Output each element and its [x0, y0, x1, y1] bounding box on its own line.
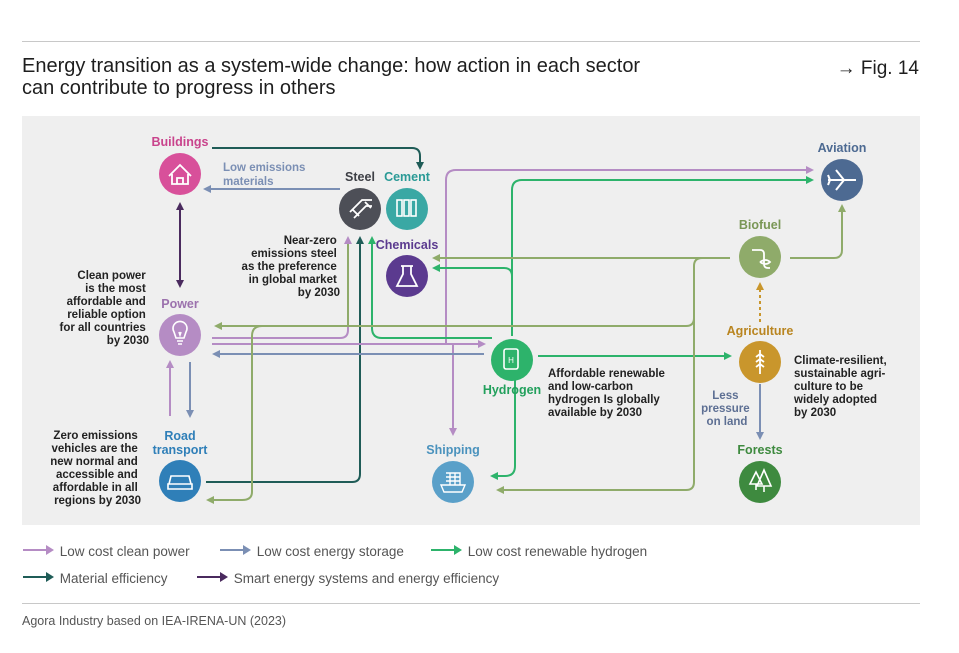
annotation-road: Zero emissions vehicles are the new norm… — [50, 430, 141, 507]
figure-reference[interactable]: → Fig. 14 — [836, 58, 919, 79]
legend-arrow-icon — [23, 572, 54, 582]
car-icon — [167, 475, 193, 490]
link-hydrogen-shipping — [490, 378, 516, 480]
legend-item-smart-systems: Smart energy systems and energy efficien… — [196, 571, 499, 586]
node-agriculture[interactable] — [739, 341, 781, 383]
label-steel: Steel — [345, 170, 375, 184]
link-road-steel — [206, 236, 364, 483]
annotation-low-emissions: Low emissions materials — [223, 162, 309, 188]
label-forests: Forests — [737, 443, 782, 457]
legend-item-material-efficiency: Material efficiency — [22, 571, 168, 586]
link-hydrogen-steel — [368, 236, 492, 339]
label-aviation: Aviation — [818, 141, 867, 155]
top-rule — [22, 41, 920, 42]
link-biofuel-shipping — [496, 316, 695, 494]
lightbulb-icon — [172, 320, 188, 345]
link-hydrogen-chemicals — [432, 264, 513, 296]
figure-title: Energy transition as a system-wide chang… — [22, 55, 641, 99]
sector-coupling-diagram: Buildings Steel Cement Chemicals Power R… — [50, 135, 890, 507]
node-road-transport[interactable] — [159, 460, 201, 502]
annotation-hydrogen: Affordable renewable and low-carbon hydr… — [548, 368, 668, 419]
steel-beam-icon — [349, 199, 372, 219]
legend-arrow-icon — [197, 572, 228, 582]
label-hydrogen: Hydrogen — [483, 383, 541, 397]
link-biofuel-road — [206, 325, 686, 504]
annotation-agriculture: Climate-resilient, sustainable agri- cul… — [793, 355, 890, 419]
label-biofuel: Biofuel — [739, 218, 781, 232]
node-steel[interactable] — [339, 188, 381, 230]
legend-arrow-icon — [220, 545, 251, 555]
link-power-aviation — [432, 166, 814, 345]
house-icon — [168, 163, 192, 185]
legend-item-energy-storage: Low cost energy storage — [219, 544, 404, 559]
wheat-icon — [755, 350, 765, 374]
annotation-land: Less pressure on land — [701, 390, 753, 428]
link-buildings-cement — [212, 147, 424, 170]
link-power-steel — [212, 236, 352, 339]
node-power[interactable] — [159, 314, 201, 356]
label-buildings: Buildings — [152, 135, 209, 149]
link-biofuel-power — [214, 257, 730, 330]
label-road-transport-2: transport — [153, 443, 209, 457]
flask-icon — [395, 265, 419, 287]
label-power: Power — [161, 297, 199, 311]
svg-text:H: H — [508, 356, 514, 365]
node-shipping[interactable] — [432, 461, 474, 503]
link-biofuel-aviation — [790, 204, 846, 259]
legend-arrow-icon — [431, 545, 462, 555]
silo-icon — [396, 199, 417, 217]
link-hydrogen-aviation — [511, 176, 814, 336]
node-cement[interactable] — [386, 188, 428, 230]
node-forests[interactable] — [739, 461, 781, 503]
node-aviation[interactable] — [821, 159, 863, 201]
node-buildings[interactable] — [159, 153, 201, 195]
biofuel-pipe-icon — [752, 249, 772, 269]
annotation-steel: Near-zero emissions steel as the prefere… — [242, 235, 340, 299]
legend-arrow-icon — [23, 545, 54, 555]
node-chemicals[interactable] — [386, 255, 428, 297]
node-hydrogen[interactable]: H — [491, 339, 533, 381]
label-chemicals: Chemicals — [376, 238, 439, 252]
source-note: Agora Industry based on IEA-IRENA-UN (20… — [22, 614, 287, 628]
label-shipping: Shipping — [426, 443, 479, 457]
label-cement: Cement — [384, 170, 431, 184]
node-biofuel[interactable] — [739, 236, 781, 278]
bottom-rule — [22, 603, 920, 604]
ship-icon — [439, 472, 467, 493]
trees-icon — [748, 468, 773, 492]
label-agriculture: Agriculture — [727, 324, 794, 338]
legend-item-clean-power: Low cost clean power — [22, 544, 190, 559]
label-road-transport-1: Road — [164, 429, 195, 443]
hydrogen-tank-icon: H — [503, 348, 519, 370]
annotation-power: Clean power is the most affordable and r… — [60, 270, 149, 347]
legend-item-renewable-hydrogen: Low cost renewable hydrogen — [430, 544, 647, 559]
airplane-icon — [827, 169, 856, 191]
